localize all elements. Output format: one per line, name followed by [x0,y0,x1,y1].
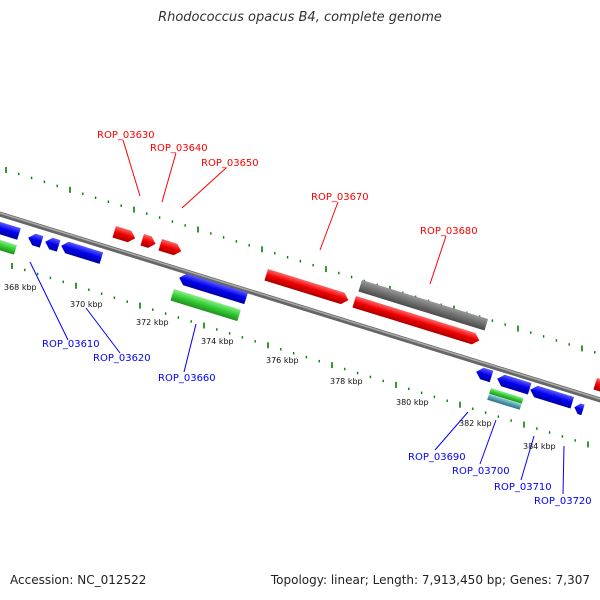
gene-arrow-rop-03630[interactable] [112,226,137,244]
scale-label: 378 kbp [330,377,363,386]
gene-label-rop-03670[interactable]: ROP_03670 [311,192,369,203]
gene-label-rop-03710[interactable]: ROP_03710 [494,482,552,493]
accession-text: Accession: NC_012522 [10,573,147,587]
gene-label-rop-03630[interactable]: ROP_03630 [97,130,155,141]
gene-labels: ROP_03630 ROP_03640 ROP_03650 ROP_03670 … [42,130,592,507]
reverse-strand-genes [0,220,585,416]
scale-labels: 368 kbp 370 kbp 372 kbp 374 kbp 376 kbp … [4,283,556,451]
gene-arrow-rop-03650[interactable] [158,239,183,257]
gene-arrow-rop-03660-blue[interactable] [177,272,248,305]
scale-label: 382 kbp [459,419,492,428]
gene-arrow-rop-03640[interactable] [140,234,157,250]
gene-arrow-edge-right[interactable] [593,378,600,393]
gene-label-rop-03680[interactable]: ROP_03680 [420,226,478,237]
gene-arrow-rop-03720[interactable] [573,402,585,416]
gene-arrow-rop-03620-a[interactable] [43,236,61,252]
gene-arrow-edge-left-green[interactable] [0,238,17,255]
gene-arrow-edge-left-blue[interactable] [0,220,21,240]
gene-arrow-rop-03620[interactable] [59,240,104,264]
gene-label-rop-03720[interactable]: ROP_03720 [534,496,592,507]
gene-label-rop-03700[interactable]: ROP_03700 [452,466,510,477]
gene-label-rop-03650[interactable]: ROP_03650 [201,158,259,169]
gene-label-rop-03690[interactable]: ROP_03690 [408,452,466,463]
gene-arrow-rop-03680-pseudo[interactable] [358,280,489,331]
gene-arrow-rop-03610[interactable] [26,232,44,248]
scale-label: 370 kbp [70,300,103,309]
backbone [0,211,600,403]
gene-arrow-rop-03670[interactable] [264,269,350,306]
tick-track-top [5,167,596,354]
scale-label: 374 kbp [201,337,234,346]
forward-strand-genes [112,226,600,393]
scale-label: 368 kbp [4,283,37,292]
gene-arrow-rop-03700-rna2[interactable] [487,394,522,410]
genome-summary-text: Topology: linear; Length: 7,913,450 bp; … [270,573,590,587]
gene-label-rop-03660[interactable]: ROP_03660 [158,373,216,384]
gene-arrow-rop-03680[interactable] [352,296,481,346]
gene-label-rop-03640[interactable]: ROP_03640 [150,143,208,154]
gene-label-rop-03620[interactable]: ROP_03620 [93,353,151,364]
scale-label: 372 kbp [136,318,169,327]
gene-arrow-rop-03660[interactable] [170,289,241,322]
tick-track-bottom [11,263,589,448]
scale-label: 384 kbp [523,442,556,451]
gene-arrow-rop-03690[interactable] [474,366,494,383]
gene-arrow-rop-03700-rna[interactable] [489,388,524,404]
scale-label: 376 kbp [266,356,299,365]
gene-label-rop-03610[interactable]: ROP_03610 [42,339,100,350]
scale-label: 380 kbp [396,398,429,407]
label-leaders [29,139,565,495]
genome-title: Rhodococcus opacus B4, complete genome [158,10,442,25]
gene-arrow-rop-03710[interactable] [528,384,575,409]
gene-arrow-rop-03700[interactable] [495,373,532,395]
